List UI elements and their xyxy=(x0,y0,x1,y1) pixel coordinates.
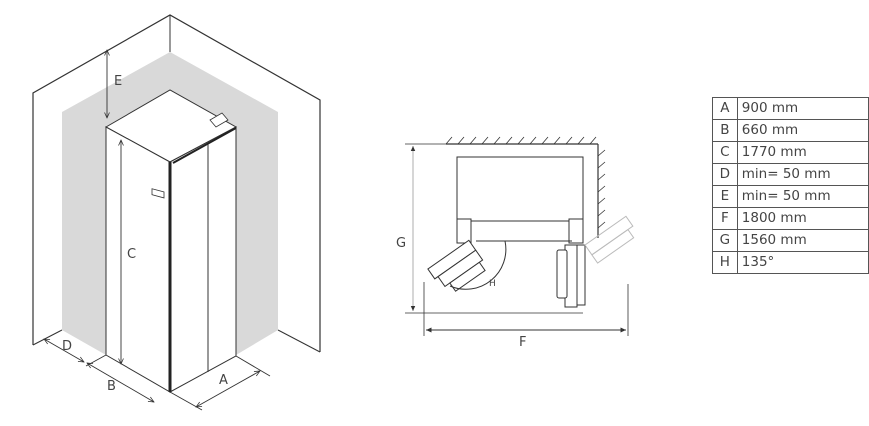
dimension-b xyxy=(87,363,154,402)
label-h: H xyxy=(489,279,496,289)
label-e: E xyxy=(114,74,122,89)
label-g: G xyxy=(396,236,406,251)
cabinet-outline xyxy=(456,156,584,222)
label-f: F xyxy=(519,335,526,350)
isometric-installation-diagram: E C D B A xyxy=(32,14,321,411)
fridge-front xyxy=(169,126,237,393)
dimension-a xyxy=(196,371,260,407)
dimension-d xyxy=(44,339,84,362)
fridge-left-side xyxy=(105,126,171,393)
label-c: C xyxy=(127,247,136,262)
label-d: D xyxy=(62,339,72,354)
label-a: A xyxy=(219,373,228,388)
clearance-shade xyxy=(62,52,278,355)
label-b: B xyxy=(107,379,116,394)
swing-arc-h xyxy=(449,240,507,290)
